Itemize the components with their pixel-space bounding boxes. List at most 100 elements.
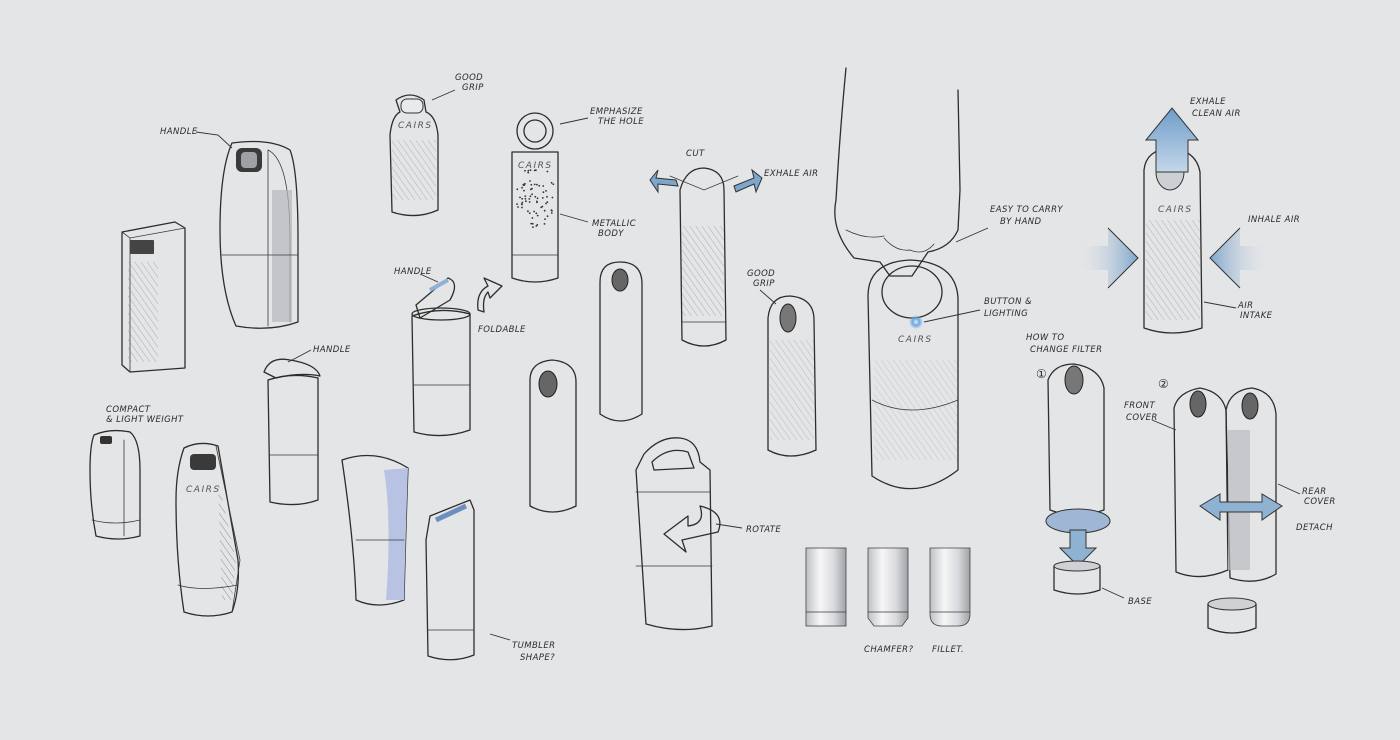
perforation-dot [533,183,536,186]
perforation-dot [529,169,532,172]
handle-bottle-sketch [219,140,299,329]
perforation-dot [538,184,541,187]
fold-arrow-icon [477,277,503,313]
tumbler-label: TUMBLER [512,641,555,651]
front-cover-label: FRONT [1124,401,1155,411]
perforation-dot [543,209,546,212]
metallic-bottle-sketch: CAIRS [511,112,559,283]
change-filter-label: CHANGE FILTER [1030,345,1102,355]
perforation-dot [530,222,533,225]
perforation-dot [522,183,525,186]
brand-mark: CAIRS [518,161,553,171]
box-purifier-sketch [121,221,186,373]
pill-bottle-sketch-1 [529,359,577,513]
perforation-dot [528,198,531,200]
perforation-dot [551,196,554,199]
leader-line [195,131,233,149]
lighting-label: LIGHTING [984,309,1028,319]
leader-line [1277,483,1301,495]
step-1-marker: ① [1036,367,1047,381]
perforation-dot [527,169,530,172]
perforation-dot [529,188,532,191]
inhale-left-arrow-icon [1076,228,1138,288]
perforation-dot [531,217,534,219]
perforation-dot [533,169,536,172]
perforation-dot [543,223,546,225]
how-to-label: HOW TO [1026,333,1064,343]
perforation-dot [528,212,531,215]
perforation-dot [532,226,534,229]
perforation-dot [542,185,545,187]
emphasize-label: EMPHASIZE [590,107,643,117]
perforation-dot [534,195,537,198]
perforation-dot [536,197,539,200]
hand-carry-sketch [834,67,961,277]
rotate-label: ROTATE [746,525,781,535]
perforation-dot [527,171,530,174]
leader-line [489,633,511,641]
perforation-dot [552,183,555,186]
base-label: BASE [1128,597,1152,607]
button-label: BUTTON & [984,297,1032,307]
chamfer-fillet-studies [805,547,971,627]
exhale-up-arrow-icon [1144,107,1200,173]
exhale-clean-label-2: CLEAN AIR [1192,109,1241,119]
perforation-dot [536,200,538,203]
leader-line [923,309,981,323]
rear-cover-label: REAR [1302,487,1327,497]
leader-line [559,117,589,125]
handle-label-1: HANDLE [160,127,198,137]
perforation-dot [529,180,531,182]
perforation-dot [531,222,534,225]
leader-line [559,213,589,223]
perforation-dot [536,214,539,217]
chamfer-label: CHAMFER? [864,645,913,655]
perforation-dot [546,215,549,218]
handle-label-3: HANDLE [394,267,432,277]
perforation-dot [519,196,521,199]
leader-line [287,349,312,363]
emphasize-label-2: THE HOLE [598,117,644,127]
leader-line [431,89,456,101]
leader-line [955,227,989,243]
cut-bottle-sketch [669,167,739,347]
easy-carry-label-2: BY HAND [1000,217,1042,227]
leader-line [715,523,743,529]
exhale-clean-label: EXHALE [1190,97,1226,107]
perforation-dot [521,186,523,189]
detach-label: DETACH [1296,523,1333,533]
perforation-dot [550,212,553,214]
perforation-dot [524,182,526,185]
tumbler-bottle-sketch [425,499,475,661]
metallic-label: METALLIC [592,219,636,229]
perforation-dot [541,197,544,199]
perforation-dot [524,197,527,200]
tumbler-label-2: SHAPE? [520,653,555,663]
leader-line [419,273,439,283]
perforation-dot [529,195,532,198]
loop-handle-bottle-sketch [263,358,321,506]
brand-mark: CAIRS [398,121,433,131]
foldable-bottle-sketch [411,277,471,437]
perforation-dot [517,206,519,208]
perforation-dot [521,206,523,209]
inhale-right-arrow-icon [1210,228,1270,288]
pill-bottle-sketch-2 [599,261,643,422]
exhale-air-label: EXHALE AIR [764,169,818,179]
perforation-dot [546,195,548,198]
handle-label-2: HANDLE [313,345,351,355]
perforation-dot [527,210,529,213]
perforation-dot [540,206,543,209]
leader-line [1203,301,1237,309]
perforation-dot [545,190,547,192]
light-weight-label: & LIGHT WEIGHT [106,415,184,425]
filter-step-1-sketch [1045,363,1111,595]
step-2-marker: ② [1158,377,1169,391]
good-grip-label-3: GOOD [747,269,775,279]
tall-stripe-bottle-sketch: CAIRS [175,442,241,617]
air-intake-label: AIR [1237,301,1253,311]
perforation-dot [521,201,524,204]
perforation-dot [528,201,531,203]
brand-mark: CAIRS [898,335,933,345]
